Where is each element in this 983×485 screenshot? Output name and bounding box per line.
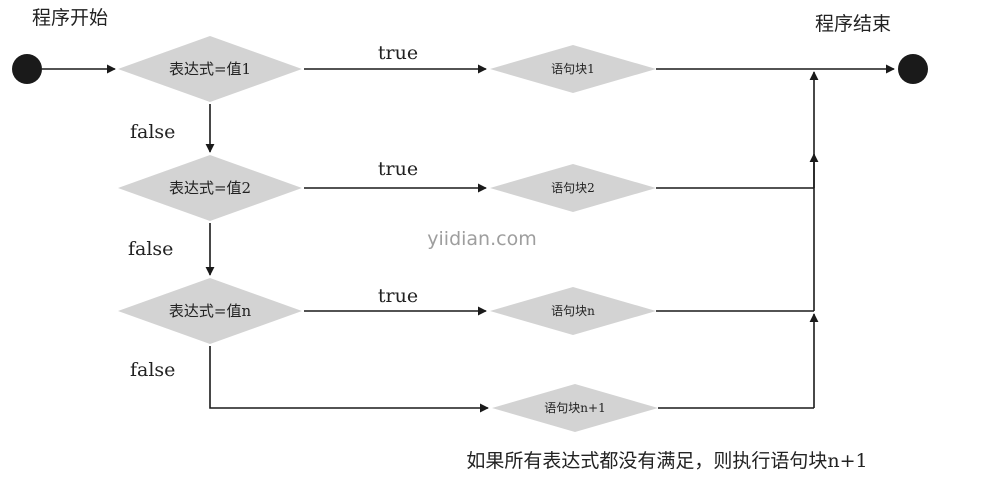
condition-n-label: 表达式=值n bbox=[169, 302, 252, 320]
footer-note: 如果所有表达式都没有满足，则执行语句块n+1 bbox=[466, 450, 867, 472]
condition-1-diamond bbox=[118, 36, 302, 102]
start-label: 程序开始 bbox=[32, 7, 108, 29]
block-default-label: 语句块n+1 bbox=[544, 401, 605, 415]
false-label-1: false bbox=[130, 121, 175, 143]
block-n-diamond bbox=[490, 287, 656, 335]
true-label-2: true bbox=[378, 158, 418, 180]
true-label-1: true bbox=[378, 42, 418, 64]
condition-2-diamond bbox=[118, 155, 302, 221]
block-1-diamond bbox=[490, 45, 656, 93]
end-node bbox=[898, 54, 928, 84]
condition-n-diamond bbox=[118, 278, 302, 344]
false-label-n: false bbox=[130, 359, 175, 381]
false-label-2: false bbox=[128, 238, 173, 260]
block-1-label: 语句块1 bbox=[551, 62, 595, 76]
condition-1-label: 表达式=值1 bbox=[169, 60, 251, 78]
end-label: 程序结束 bbox=[815, 13, 891, 35]
block-default-diamond bbox=[492, 384, 658, 432]
block-2-label: 语句块2 bbox=[551, 181, 595, 195]
condition-2-label: 表达式=值2 bbox=[169, 179, 251, 197]
watermark: yiidian.com bbox=[427, 228, 536, 250]
true-label-n: true bbox=[378, 285, 418, 307]
edge-condition-n-false bbox=[209, 346, 489, 413]
block-2-diamond bbox=[490, 164, 656, 212]
block-n-label: 语句块n bbox=[551, 304, 595, 318]
start-node bbox=[12, 54, 42, 84]
